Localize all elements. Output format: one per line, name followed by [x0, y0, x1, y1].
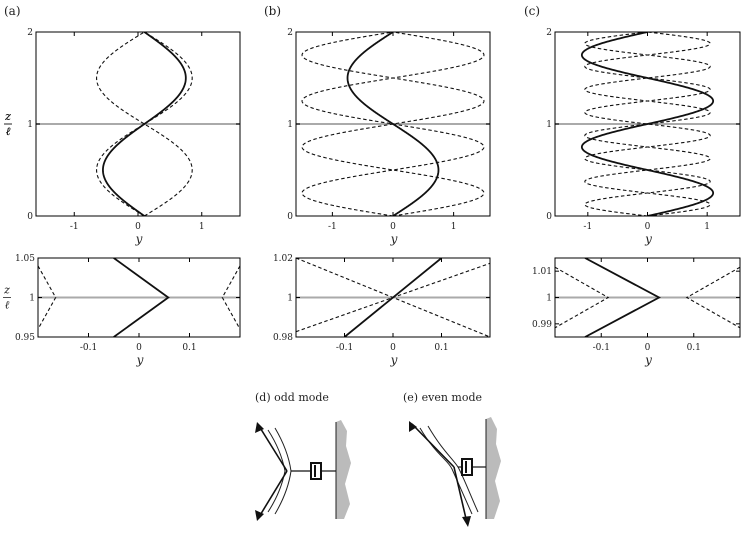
- odd-cable-outer: [267, 429, 286, 513]
- series-1-line-1: [584, 32, 648, 216]
- y-axis-label-den: ℓ: [6, 125, 11, 138]
- schematic-odd-label: (d) odd mode: [255, 391, 329, 404]
- x-tick-label: 0.1: [182, 343, 196, 353]
- series-group: [96, 32, 193, 216]
- schematic-odd-mode: (d) odd mode: [255, 391, 351, 521]
- y-axis-label-num: z: [4, 110, 11, 123]
- x-tick-label: 0: [645, 343, 651, 353]
- even-wall: [486, 417, 501, 519]
- even-cable-2: [427, 425, 479, 513]
- y-tick-label: 1.02: [273, 254, 293, 264]
- even-force-up: [411, 423, 455, 468]
- panel-2: -1 0 1 0 1 2 y zℓ: [4, 28, 491, 246]
- series-2-line-0: [221, 265, 240, 330]
- series-0-line-0: [584, 258, 661, 337]
- even-force-down: [453, 466, 468, 524]
- y-tick-label: 1: [287, 120, 293, 130]
- even-arrowhead-up: [409, 421, 417, 432]
- series-group: [555, 258, 740, 337]
- x-axis-label: y: [136, 353, 144, 367]
- y-axis-label-den: ℓ: [5, 299, 10, 312]
- y-tick-label: 1: [29, 294, 35, 304]
- y-tick-label: 0: [27, 212, 33, 222]
- series-group: [301, 32, 485, 216]
- x-axis-label: y: [644, 353, 652, 367]
- x-tick-label: 1: [199, 222, 205, 232]
- y-tick-label: 1: [27, 120, 33, 130]
- x-tick-label: 1: [451, 222, 457, 232]
- x-tick-label: 0: [136, 343, 142, 353]
- panel-3: -1 0 1 0 1 2 y zℓ: [4, 28, 741, 246]
- series-1-line-0: [143, 32, 193, 216]
- series-0-line-0: [102, 32, 187, 216]
- y-axis-label-den: ℓ: [6, 125, 11, 138]
- y-tick-label: 2: [287, 28, 293, 38]
- series-1-line-1: [96, 32, 146, 216]
- odd-force-up: [258, 425, 288, 472]
- y-axis-label-num: z: [3, 284, 10, 297]
- x-axis-label: y: [390, 232, 398, 246]
- x-tick-label: 0.1: [434, 343, 448, 353]
- x-tick-label: 0: [390, 343, 396, 353]
- y-tick-label: 2: [546, 28, 552, 38]
- x-axis-label: y: [390, 353, 398, 367]
- panel-1: -1 0 1 0 1 2 y zℓ: [4, 28, 241, 246]
- y-tick-label: 1: [546, 120, 552, 130]
- series-1-line-1: [301, 32, 394, 216]
- series-2-line-0: [296, 262, 490, 333]
- x-tick-label: -0.1: [336, 343, 353, 353]
- odd-arrowhead-down: [255, 510, 264, 521]
- y-tick-label: 0: [546, 212, 552, 222]
- schematic-even-mode: (e) even mode: [403, 391, 501, 527]
- panel-5: -0.1 0 0.1 0.98 1 1.02 y: [273, 254, 491, 367]
- y-tick-label: 2: [27, 28, 33, 38]
- odd-cable-inner: [274, 427, 292, 515]
- x-tick-label: 0: [390, 222, 396, 232]
- series-1-line-0: [555, 266, 610, 329]
- x-tick-label: 0.1: [687, 343, 701, 353]
- y-tick-label: 0.99: [532, 320, 552, 330]
- panel-label-b: (b): [264, 4, 281, 18]
- x-axis-label: y: [644, 232, 652, 246]
- panel-6: -0.1 0 0.1 0.99 1 1.01 y: [532, 257, 741, 367]
- series-group: [580, 32, 715, 216]
- x-tick-label: -0.1: [80, 343, 97, 353]
- x-tick-label: -1: [583, 222, 592, 232]
- panel-label-a: (a): [4, 4, 21, 18]
- schematic-even-label: (e) even mode: [403, 391, 482, 404]
- x-tick-label: 0: [645, 222, 651, 232]
- series-0-line-0: [113, 258, 170, 337]
- y-tick-label: 1: [546, 294, 552, 304]
- x-axis-label: y: [135, 232, 143, 246]
- x-tick-label: -0.1: [593, 343, 610, 353]
- x-tick-label: -1: [328, 222, 337, 232]
- series-group: [38, 258, 240, 337]
- y-tick-label: 1.01: [532, 267, 552, 277]
- series-group: [296, 258, 490, 337]
- x-tick-label: 1: [704, 222, 710, 232]
- panel-label-c: (c): [524, 4, 540, 18]
- odd-arrowhead-up: [255, 422, 264, 433]
- odd-wall: [336, 420, 351, 519]
- odd-force-down: [258, 470, 288, 518]
- y-tick-label: 0.95: [15, 333, 35, 343]
- y-tick-label: 0.98: [273, 333, 293, 343]
- y-tick-label: 1: [287, 294, 293, 304]
- series-0-line-0: [580, 32, 715, 216]
- y-axis-label-num: z: [4, 110, 11, 123]
- y-axis-label-den: ℓ: [6, 125, 11, 138]
- y-tick-label: 1.05: [15, 254, 35, 264]
- x-tick-label: 0: [135, 222, 141, 232]
- panel-4: -0.1 0 0.1 0.95 1 1.05 y zℓ: [3, 254, 241, 367]
- series-2-line-0: [685, 266, 740, 329]
- even-cable-1: [419, 427, 473, 515]
- series-1-line-0: [38, 265, 57, 330]
- x-tick-label: -1: [70, 222, 79, 232]
- series-1-line-0: [647, 32, 711, 216]
- y-axis-label-num: z: [4, 110, 11, 123]
- even-arrowhead-down: [462, 516, 471, 527]
- y-tick-label: 0: [287, 212, 293, 222]
